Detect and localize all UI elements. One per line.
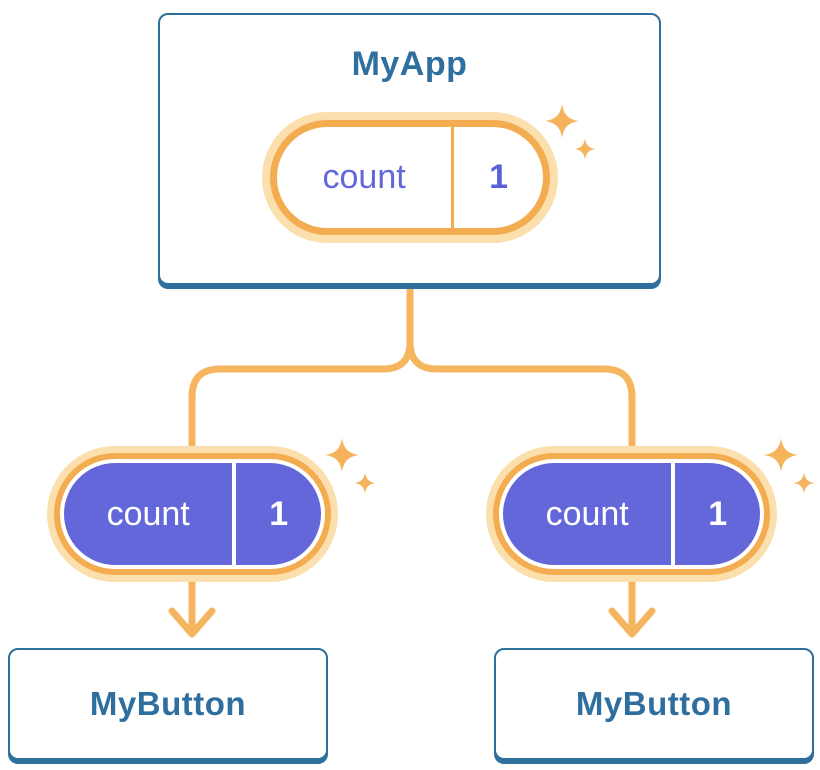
mybutton-card-right: MyButton bbox=[494, 648, 814, 760]
state-pill-right: count 1 bbox=[486, 438, 815, 582]
state-name-label: count bbox=[106, 494, 190, 533]
mybutton-title: MyButton bbox=[575, 685, 733, 722]
state-pill-root-ring: count 1 bbox=[270, 120, 550, 235]
state-name-label: count bbox=[322, 158, 406, 196]
myapp-title: MyApp bbox=[351, 45, 468, 83]
state-pill-left: count 1 bbox=[47, 438, 376, 582]
connector-right-branch bbox=[406, 338, 636, 637]
arrow-down-left-icon bbox=[168, 607, 216, 638]
state-value-badge: 1 bbox=[489, 158, 509, 196]
state-name-label: count bbox=[545, 494, 629, 533]
state-pill-left-ring: count 1 bbox=[54, 453, 331, 575]
state-pill-root: count 1 bbox=[262, 104, 596, 243]
arrow-down-right-icon bbox=[608, 607, 656, 638]
pill-divider bbox=[232, 463, 237, 565]
mybutton-card-left: MyButton bbox=[8, 648, 328, 760]
state-value-badge: 1 bbox=[269, 494, 289, 533]
state-value-badge: 1 bbox=[708, 494, 728, 533]
mybutton-title: MyButton bbox=[89, 685, 247, 722]
state-pill-right-ring: count 1 bbox=[493, 453, 770, 575]
pill-divider bbox=[671, 463, 676, 565]
pill-divider bbox=[451, 127, 455, 228]
